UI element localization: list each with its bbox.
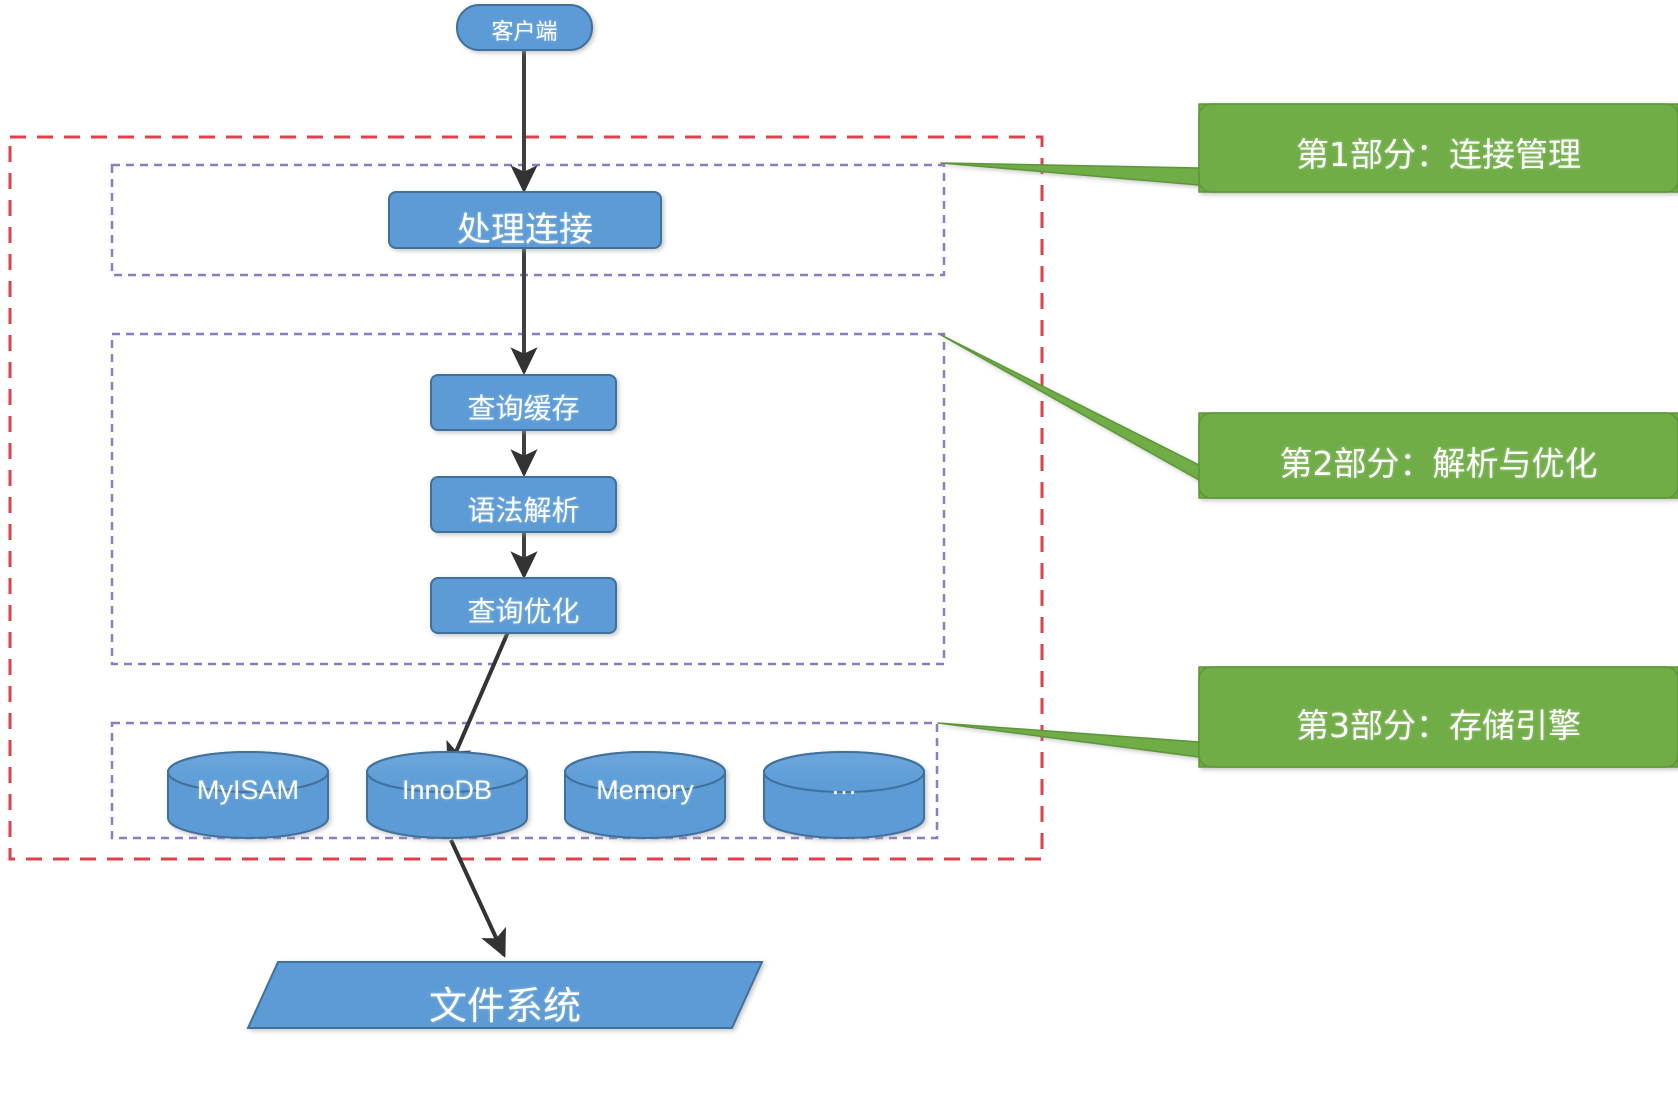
node-file-system[interactable] — [246, 961, 764, 1029]
node-handle-connection[interactable] — [388, 191, 662, 249]
parse-section-dashed-box — [110, 332, 946, 666]
node-query-optimize[interactable] — [430, 577, 617, 634]
arrow-innodb-to-filesystem — [449, 839, 506, 958]
node-query-cache[interactable] — [430, 374, 617, 431]
storage-section-dashed-box — [110, 721, 939, 840]
cylinder-more[interactable] — [763, 751, 925, 839]
arrow-optimize-to-innodb — [446, 631, 510, 771]
cylinder-memory[interactable] — [564, 751, 726, 839]
cylinder-myisam[interactable] — [167, 751, 329, 839]
node-client[interactable] — [456, 4, 593, 51]
callout-part2[interactable] — [940, 334, 1678, 499]
node-syntax-parse[interactable] — [430, 476, 617, 533]
callout-part1[interactable] — [940, 103, 1678, 193]
connection-section-dashed-box — [110, 163, 946, 277]
callout-part3[interactable] — [937, 666, 1678, 768]
cylinder-innodb[interactable] — [366, 751, 528, 839]
